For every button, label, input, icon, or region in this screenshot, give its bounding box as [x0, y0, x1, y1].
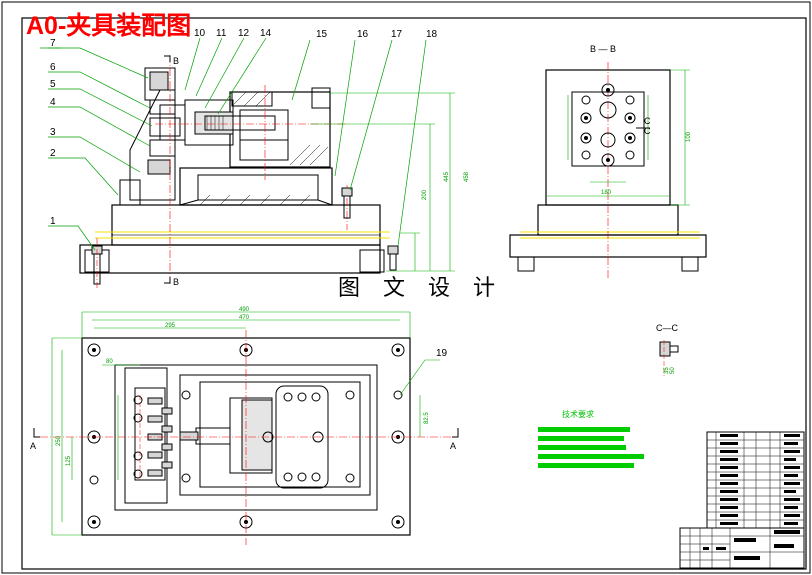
balloon-4: 4: [50, 97, 56, 108]
balloon-6: 6: [50, 62, 56, 73]
balloon-2: 2: [50, 148, 56, 159]
front-view: 1 2 3 4 5 6 7 10 11 12 14 15 16 17 18 B …: [40, 28, 470, 290]
balloon-5: 5: [50, 79, 56, 90]
technical-requirements: 技术要求: [538, 409, 644, 468]
dim-458: 458: [464, 171, 470, 182]
section-mark-a-left: A: [30, 441, 36, 451]
section-view-bb: B — B C C 180 100: [509, 44, 707, 280]
section-mark-c-upper: C: [644, 116, 651, 126]
section-mark-c-lower: C: [644, 126, 651, 136]
dim-125: 125: [66, 455, 72, 466]
balloon-17: 17: [391, 29, 403, 40]
section-view-cc: C—C 35 50: [656, 323, 679, 376]
section-mark-b-bottom: B: [173, 277, 179, 287]
dim-82-5: 82.5: [424, 412, 430, 424]
section-view-title-cc: C—C: [656, 323, 678, 333]
balloon-18: 18: [426, 29, 438, 40]
dim-490: 490: [239, 307, 250, 313]
balloon-16: 16: [357, 29, 369, 40]
tech-requirements-title: 技术要求: [562, 409, 594, 419]
dim-100: 100: [686, 131, 692, 142]
dim-180: 180: [601, 190, 612, 196]
drawing-title: A0-夹具装配图: [26, 12, 191, 40]
balloon-11: 11: [216, 28, 227, 39]
balloon-14: 14: [260, 28, 272, 39]
section-mark-a-right: A: [450, 441, 456, 451]
balloon-10: 10: [194, 28, 206, 39]
parts-list: [706, 431, 805, 529]
section-view-title-bb: B — B: [590, 44, 616, 54]
dim-200: 200: [422, 189, 428, 200]
balloon-15: 15: [316, 29, 328, 40]
balloon-1: 1: [50, 216, 56, 227]
balloon-7: 7: [50, 38, 56, 49]
top-view: A A 490 470 295 80 250 125 82.5 19: [30, 307, 459, 545]
balloon-12: 12: [238, 28, 250, 39]
balloon-19: 19: [436, 348, 448, 359]
dim-470: 470: [239, 315, 250, 321]
title-block: [679, 527, 805, 569]
dim-250: 250: [56, 435, 62, 446]
dim-35: 35: [664, 367, 670, 374]
balloon-3: 3: [50, 127, 56, 138]
dim-445: 445: [444, 171, 450, 182]
drawing-subtitle: 图 文 设 计: [338, 276, 503, 301]
dim-50: 50: [670, 367, 676, 374]
dim-295: 295: [165, 323, 176, 329]
inner-frame: [21, 17, 807, 570]
dim-80: 80: [106, 359, 113, 365]
section-mark-b-top: B: [173, 56, 179, 66]
